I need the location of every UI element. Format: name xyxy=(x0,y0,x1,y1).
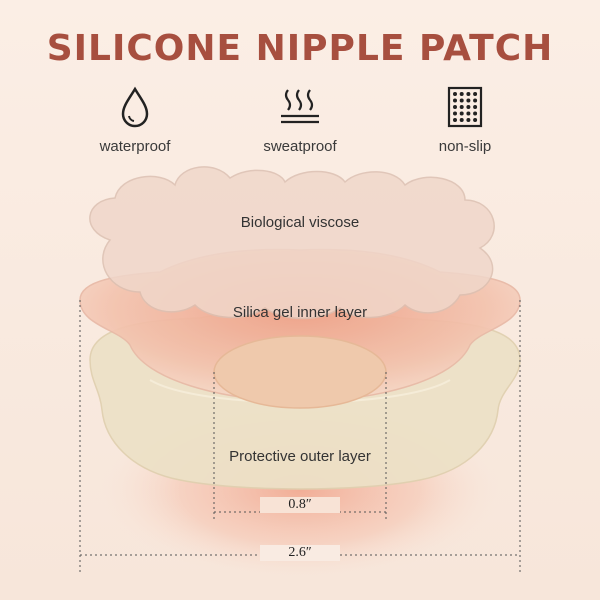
dot xyxy=(453,111,457,116)
dot-grid-icon xyxy=(447,86,483,128)
dot xyxy=(473,98,478,103)
feature-sweatproof: sweatproof xyxy=(240,86,360,155)
dot xyxy=(453,98,457,103)
dot xyxy=(459,98,464,103)
dot xyxy=(473,111,478,116)
dot xyxy=(466,105,471,109)
feature-label: waterproof xyxy=(99,138,171,155)
feature-label: sweatproof xyxy=(263,138,337,155)
dot xyxy=(466,98,471,103)
dot xyxy=(459,105,464,109)
page-title: SILICONE NIPPLE PATCH xyxy=(46,28,554,69)
feature-non-slip: non-slip xyxy=(405,86,525,155)
dot xyxy=(459,118,464,122)
dot xyxy=(459,111,464,116)
adhesive-center-patch xyxy=(213,335,387,409)
dot xyxy=(453,92,457,96)
dot xyxy=(466,118,471,122)
water-drop-icon xyxy=(121,86,149,128)
dot xyxy=(473,92,478,96)
outer-dimension-label: 2.6″ xyxy=(260,545,340,561)
dot xyxy=(453,118,457,122)
dot xyxy=(466,111,471,116)
steam-icon xyxy=(281,89,319,124)
dot xyxy=(453,105,457,109)
layer-label-bottom: Protective outer layer xyxy=(229,448,371,465)
dot xyxy=(473,118,478,122)
layer-label-middle: Silica gel inner layer xyxy=(232,304,368,321)
dot xyxy=(473,105,478,109)
feature-waterproof: waterproof xyxy=(75,86,195,155)
biological-viscose-layer xyxy=(89,166,495,320)
inner-dimension-label: 0.8″ xyxy=(260,497,340,513)
layer-label-top: Biological viscose xyxy=(240,214,360,231)
feature-label: non-slip xyxy=(438,138,492,155)
dot xyxy=(466,92,471,96)
dot xyxy=(459,92,464,96)
